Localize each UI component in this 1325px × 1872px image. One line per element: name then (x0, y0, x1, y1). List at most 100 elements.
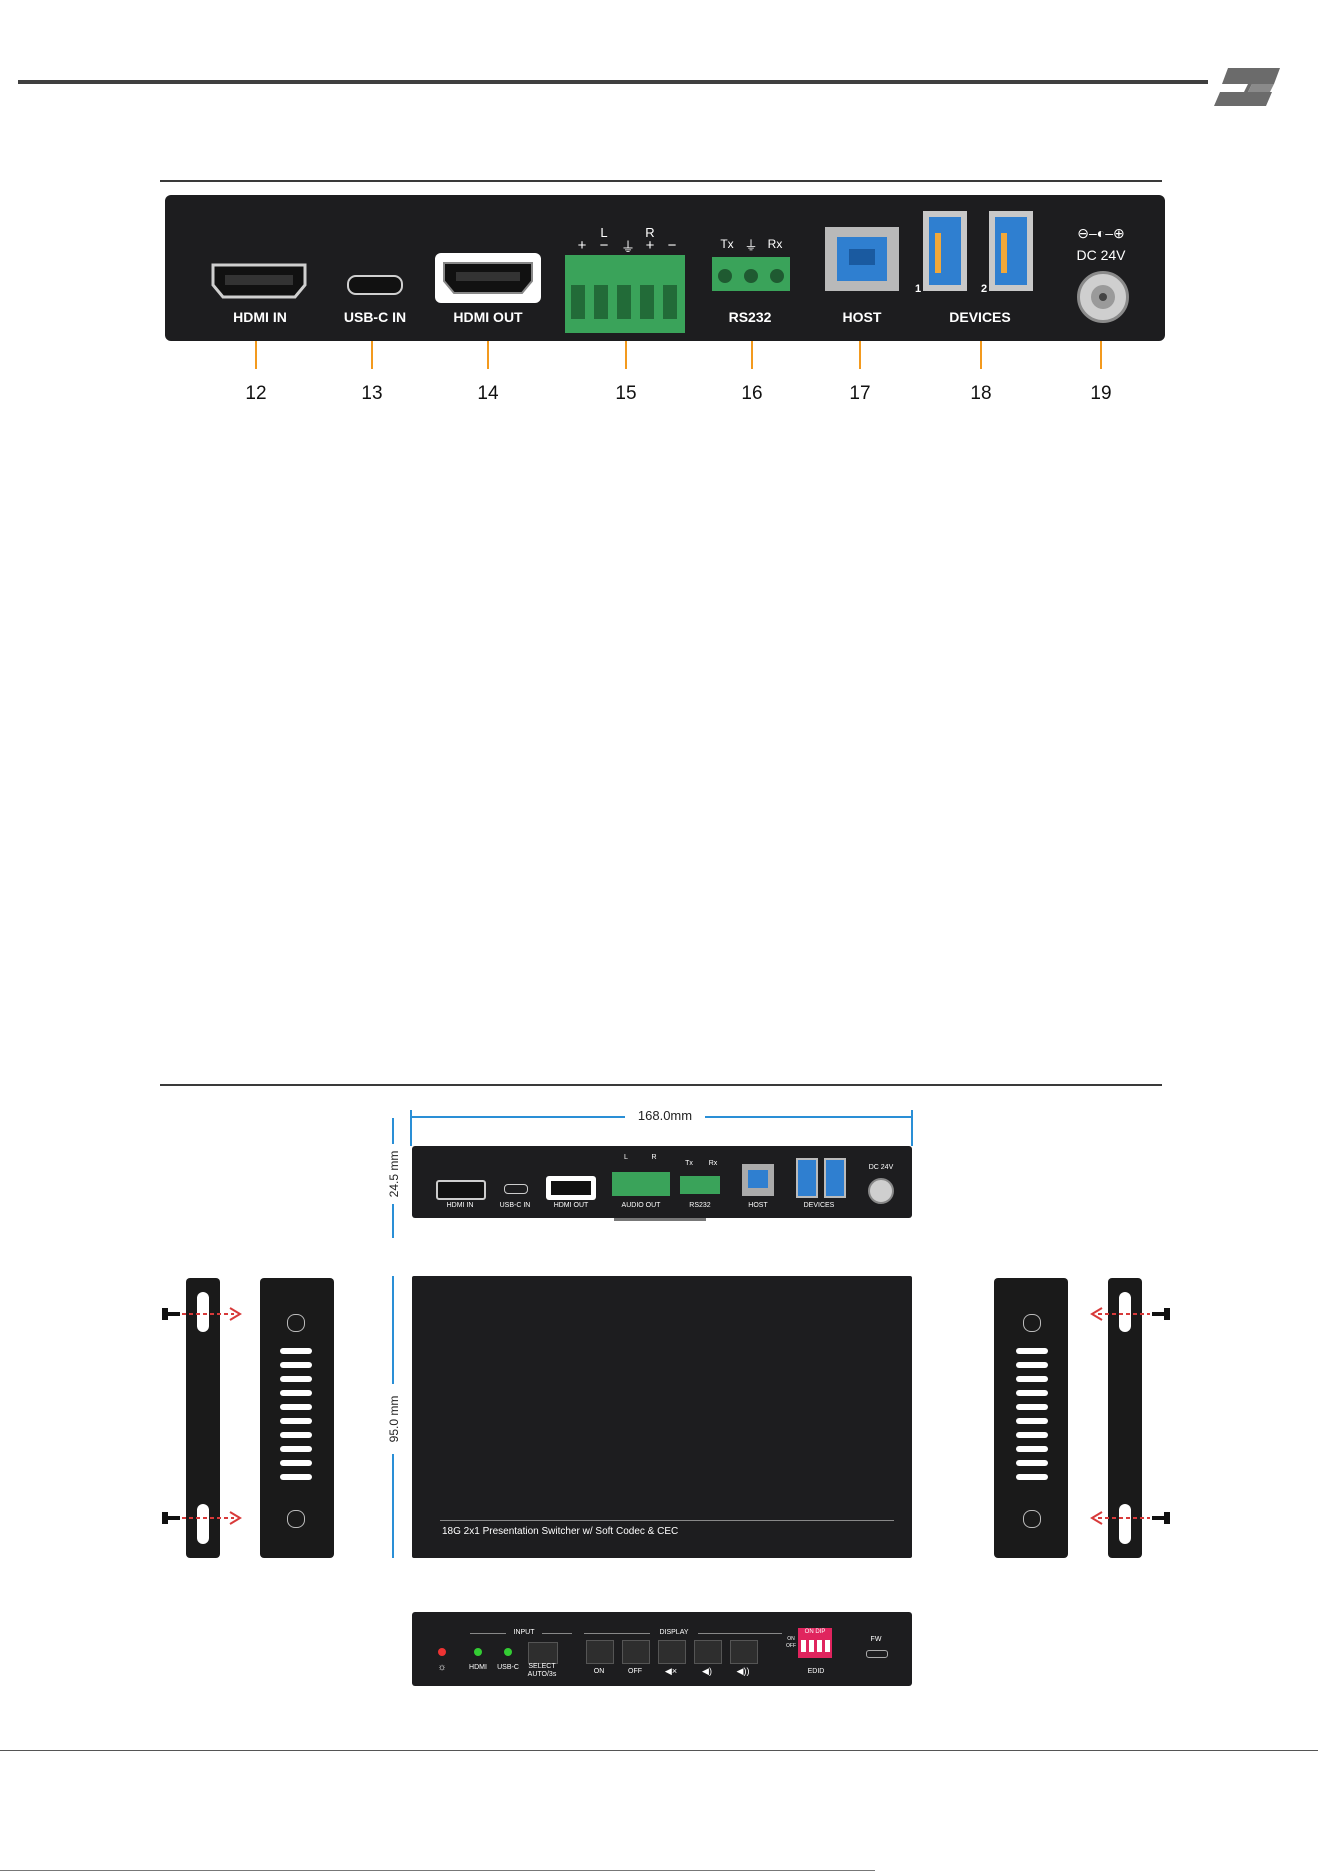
width-tick-right (911, 1110, 913, 1146)
left-bottom-screw-arrow-icon (162, 1511, 242, 1525)
small-host-label: HOST (748, 1202, 768, 1209)
small-dc-jack-icon (868, 1178, 894, 1204)
rear-panel-small: HDMI IN USB-C IN HDMI OUT L R AUDIO OUT … (412, 1146, 912, 1218)
front-input-label: INPUT (513, 1629, 535, 1636)
section-rule-rear (160, 180, 1162, 182)
small-rs232-terminal (680, 1176, 720, 1194)
display-off-label: OFF (628, 1668, 642, 1675)
audio-plus-r: + (645, 237, 655, 254)
callout-17: 17 (849, 383, 871, 404)
height-dimension-label-wrap: 24.5 mm (376, 1144, 412, 1204)
small-usbc-icon (504, 1184, 528, 1194)
dc-power-jack-icon (1077, 271, 1129, 323)
devices-label: DEVICES (949, 309, 1011, 325)
audio-minus-r: − (667, 237, 677, 254)
usbc-in-label: USB-C IN (343, 309, 407, 325)
volume-down-button[interactable] (694, 1640, 722, 1664)
host-label: HOST (842, 309, 882, 325)
callout-line-12 (255, 341, 257, 369)
audio-r-label: R (645, 225, 655, 240)
usbc-led-icon (504, 1648, 512, 1656)
select-button[interactable] (528, 1642, 558, 1664)
top-view-chassis: 18G 2x1 Presentation Switcher w/ Soft Co… (412, 1276, 912, 1558)
small-rs232-label: RS232 (689, 1202, 711, 1209)
display-off-button[interactable] (622, 1640, 650, 1664)
right-inner-bracket (994, 1278, 1068, 1558)
rs232-label: RS232 (728, 309, 772, 325)
hdmi-led-icon (474, 1648, 482, 1656)
mute-icon: ◀× (664, 1666, 678, 1676)
height-dimension-label: 24.5 mm (387, 1144, 401, 1204)
audio-l-label: L (600, 225, 608, 240)
right-outer-bracket (1108, 1278, 1142, 1558)
front-display-label: DISPLAY (659, 1629, 689, 1636)
hdmi-out-label: HDMI OUT (453, 309, 523, 325)
rs232-tx-label: Tx (720, 237, 734, 251)
volume-up-button[interactable] (730, 1640, 758, 1664)
brightness-icon: ☼ (437, 1662, 447, 1673)
usb-host-port-icon (825, 227, 899, 291)
small-audio-r: R (651, 1154, 657, 1161)
dc-24v-label: DC 24V (1076, 247, 1126, 263)
callout-12: 12 (245, 383, 267, 404)
front-auto-label: AUTO/3s (527, 1671, 557, 1678)
callout-line-15 (625, 341, 627, 369)
rs232-terminal-block (712, 257, 790, 291)
small-hdmi-out-icon (546, 1176, 596, 1200)
left-inner-bracket (260, 1278, 334, 1558)
width-tick-left (410, 1110, 412, 1146)
usbc-in-port-icon (347, 275, 403, 295)
footer-rule (0, 1750, 1318, 1751)
small-usb-1-icon (796, 1158, 818, 1198)
small-tx-label: Tx (685, 1160, 693, 1167)
rs232-rx-label: Rx (767, 237, 783, 251)
dip-on-label: ON DIP (804, 1629, 826, 1635)
audio-minus-l: − (599, 237, 609, 254)
hdmi-in-port-icon (211, 263, 307, 299)
small-dc-label: DC 24V (868, 1164, 894, 1171)
edid-label: EDID (807, 1668, 825, 1675)
display-on-label: ON (593, 1668, 605, 1675)
small-hdmi-in-label: HDMI IN (446, 1202, 474, 1209)
power-led-icon (438, 1648, 446, 1656)
front-usbc-label: USB-C (497, 1664, 519, 1671)
small-devices-label: DEVICES (803, 1202, 835, 1209)
right-bottom-screw-arrow-icon (1090, 1511, 1170, 1525)
edid-dip-switch[interactable] (798, 1628, 832, 1658)
callout-line-13 (371, 341, 373, 369)
left-top-screw-arrow-icon (162, 1307, 242, 1321)
callout-line-19 (1100, 341, 1102, 369)
callout-line-17 (859, 341, 861, 369)
audio-plus-l: + (577, 237, 587, 254)
fw-label: FW (870, 1636, 882, 1643)
right-top-screw-arrow-icon (1090, 1307, 1170, 1321)
display-on-button[interactable] (586, 1640, 614, 1664)
front-select-label: SELECT (528, 1663, 556, 1670)
usb-device-1-number: 1 (914, 283, 922, 295)
callout-19: 19 (1090, 383, 1112, 404)
usb-device-2-number: 2 (980, 283, 988, 295)
mute-button[interactable] (658, 1640, 686, 1664)
left-outer-bracket (186, 1278, 220, 1558)
callout-line-18 (980, 341, 982, 369)
callout-18: 18 (970, 383, 992, 404)
brand-logo-icon (1214, 68, 1280, 106)
usb-device-1-port-icon (923, 211, 967, 291)
hdmi-out-port-icon (443, 262, 533, 294)
callout-line-14 (487, 341, 489, 369)
small-audio-l: L (624, 1154, 628, 1161)
usb-device-2-port-icon (989, 211, 1033, 291)
section-rule-dimensions (160, 1084, 1162, 1086)
rear-panel: HDMI IN USB-C IN HDMI OUT + L − ⏚ R + − … (165, 195, 1165, 341)
audio-ground-icon: ⏚ (621, 239, 635, 255)
small-usbc-label: USB-C IN (499, 1202, 531, 1209)
callout-14: 14 (477, 383, 499, 404)
callout-line-16 (751, 341, 753, 369)
callout-16: 16 (741, 383, 763, 404)
depth-dimension-label-wrap: 95.0 mm (374, 1384, 414, 1454)
hdmi-in-label: HDMI IN (233, 309, 287, 325)
fw-usb-port-icon[interactable] (866, 1650, 888, 1658)
top-view-rule (440, 1520, 894, 1521)
volume-down-icon: ◀) (702, 1666, 712, 1676)
front-hdmi-label: HDMI (469, 1664, 487, 1671)
